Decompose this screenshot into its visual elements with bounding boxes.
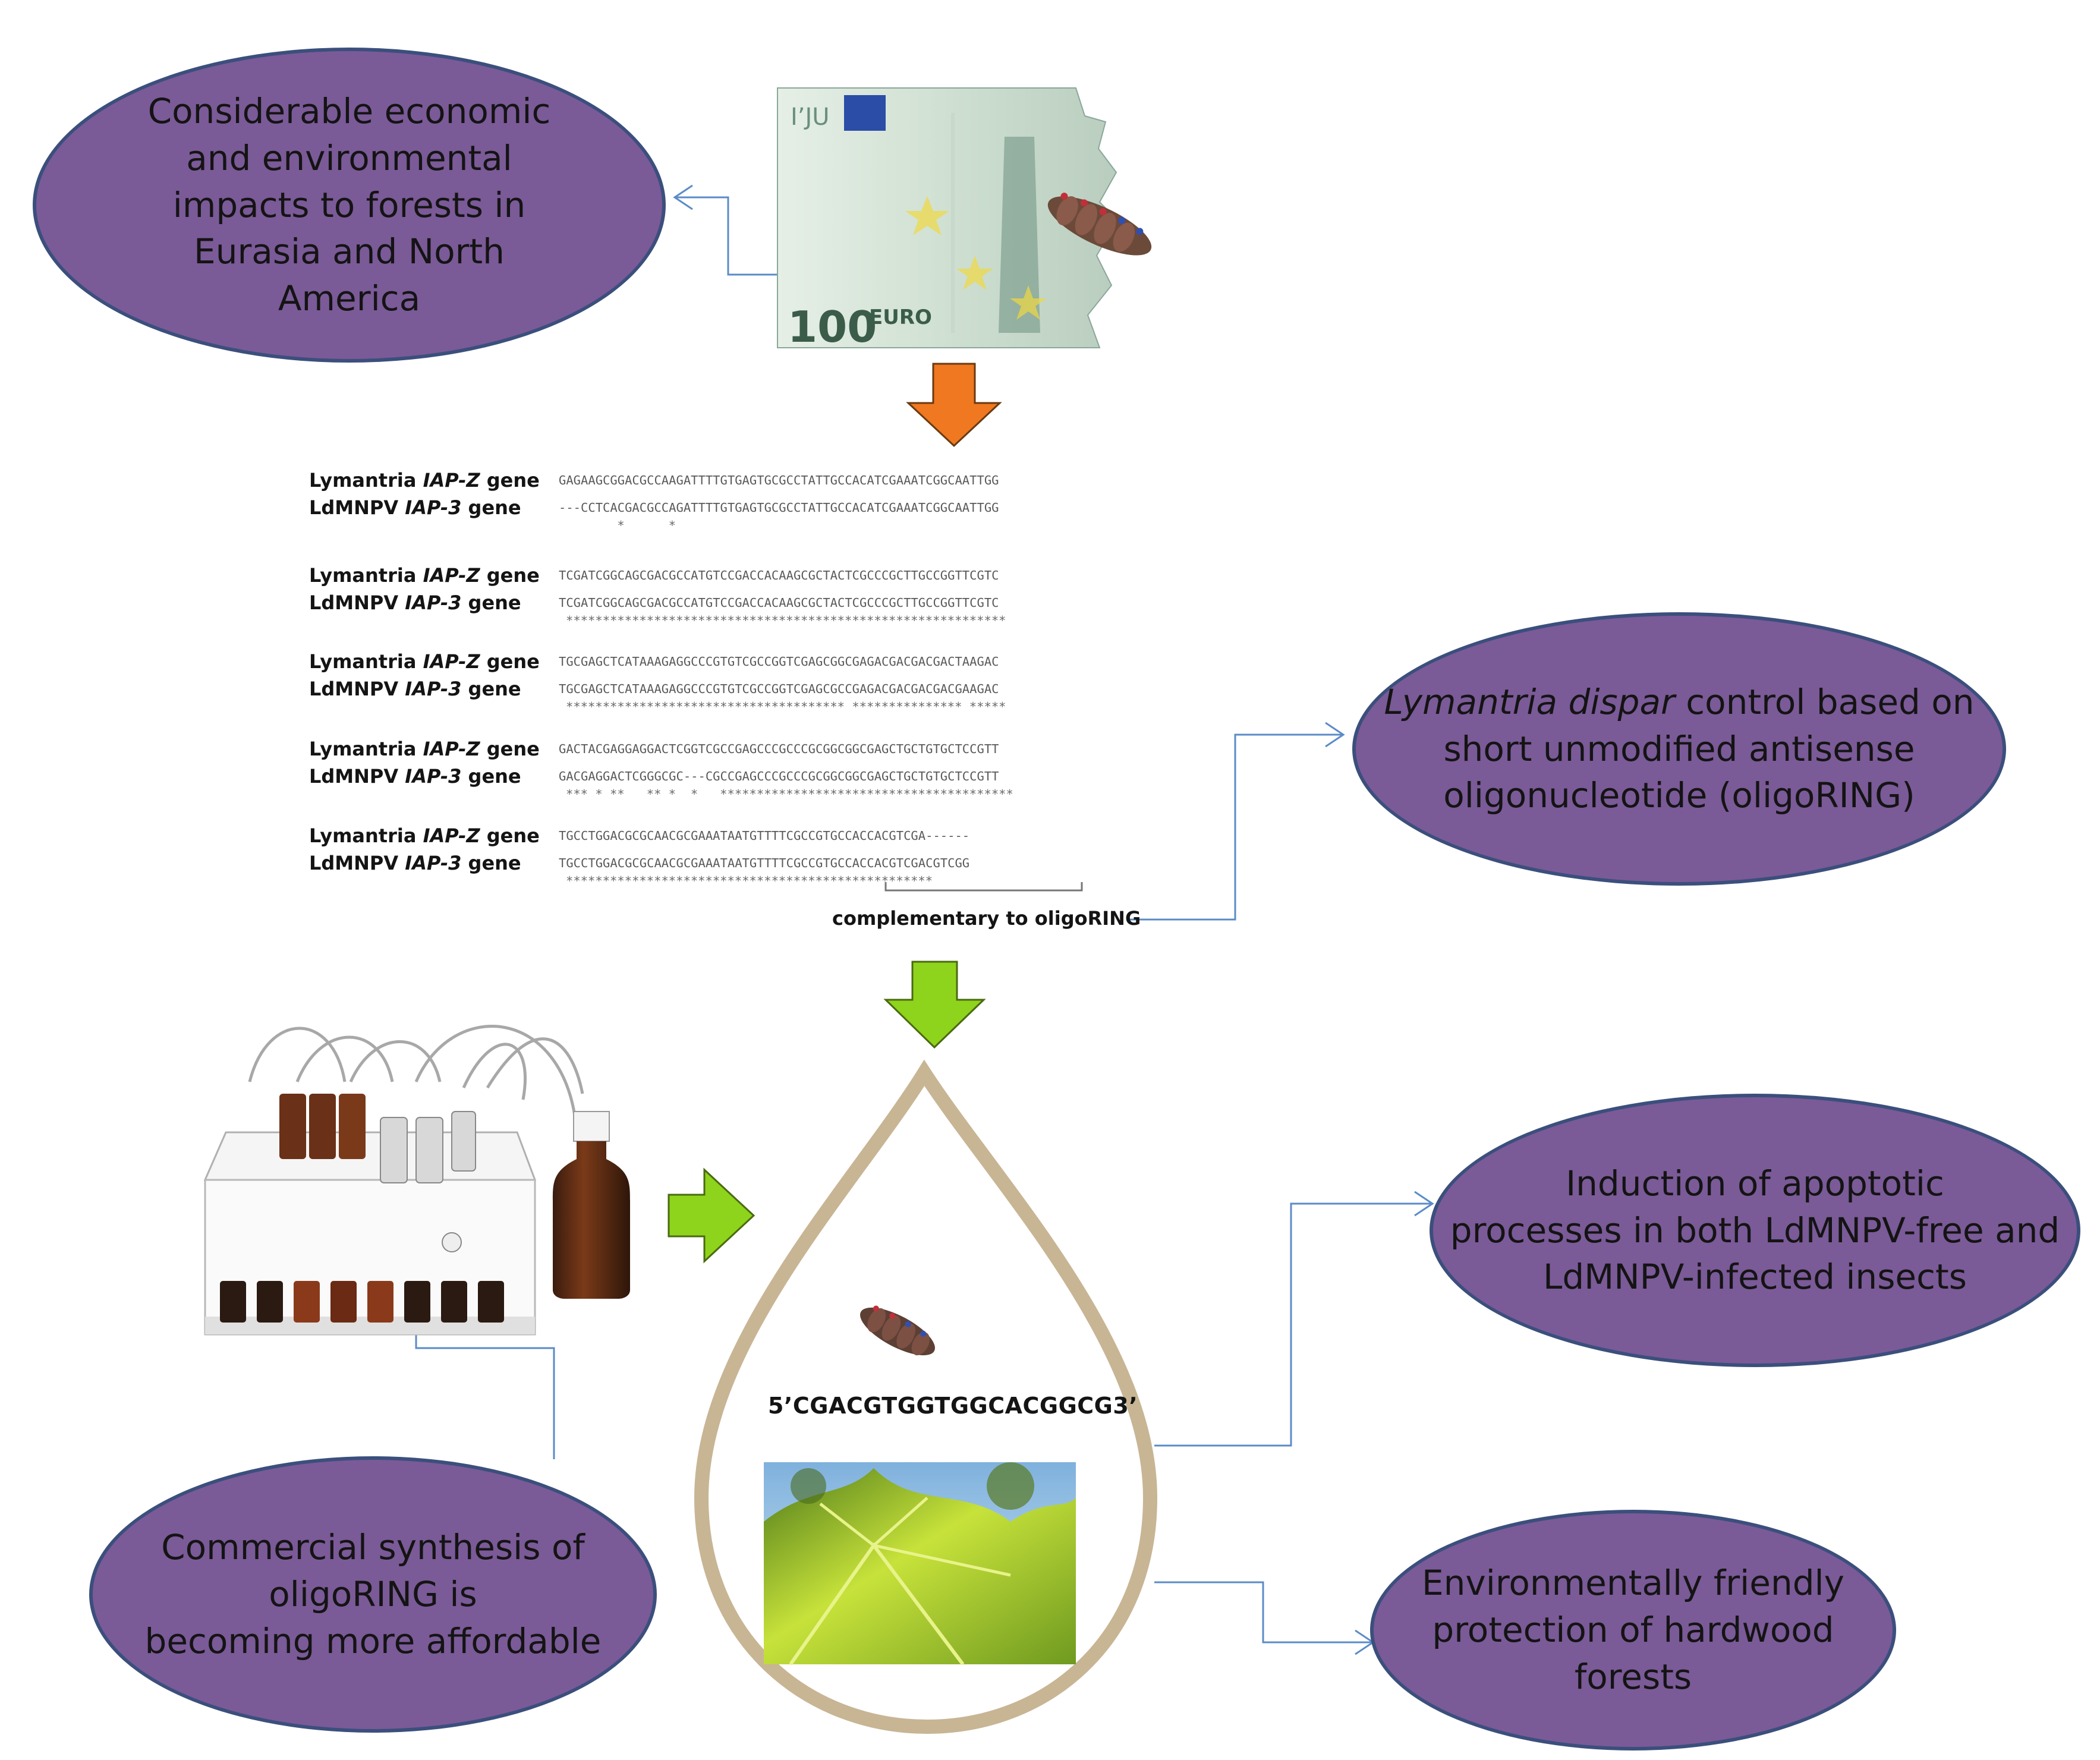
gene-label: LdMNPV IAP-3 gene	[309, 496, 521, 519]
conservation-stars: ************************************** *…	[566, 700, 1006, 714]
alignment-row-iapz: Lymantria IAP-Z gene GACTACGAGGAGGACTCGGT…	[309, 735, 1013, 763]
complementary-label: complementary to oligoRING	[832, 907, 1141, 930]
conservation-stars: * *	[566, 518, 720, 533]
control-line-2: short unmodified antisense	[1443, 728, 1915, 769]
protection-line-2: protection of hardwood	[1432, 1610, 1834, 1651]
svg-text:I’JU: I’JU	[791, 103, 830, 131]
sequence-text: TGCCTGGACGCGCAACGCGAAATAATGTTTTCGCCGTGCC…	[559, 856, 970, 870]
connector-apoptosis	[1154, 1191, 1434, 1447]
impacts-line-1: Considerable economic	[147, 90, 551, 131]
gene-label: Lymantria IAP-Z gene	[309, 650, 540, 673]
alignment-row-iap3: LdMNPV IAP-3 gene GACGAGGACTCGGGCGC---CGC…	[309, 763, 1013, 790]
sequence-text: TCGATCGGCAGCGACGCCATGTCCGACCACAAGCGCTACT…	[559, 568, 999, 583]
impacts-line-5: America	[278, 278, 421, 319]
apoptosis-line-2: processes in both LdMNPV-free and	[1450, 1210, 2060, 1251]
alignment-row-iapz: Lymantria IAP-Z gene TGCCTGGACGCGCAACGCGA…	[309, 822, 969, 849]
banknote-currency: EURO	[869, 306, 932, 329]
green-arrow-down	[883, 961, 986, 1049]
synthesis-line-1: Commercial synthesis of	[161, 1527, 585, 1568]
conservation-stars: ****************************************…	[566, 874, 933, 888]
apoptosis-line-1: Induction of apoptotic	[1566, 1163, 1944, 1204]
control-line-1-rest: control based on	[1674, 681, 1975, 722]
protection-line-1: Environmentally friendly	[1422, 1563, 1844, 1604]
control-line-3: oligonucleotide (oligoRING)	[1443, 775, 1915, 816]
alignment-row-iapz: Lymantria IAP-Z gene TGCGAGCTCATAAAGAGGCC…	[309, 648, 1006, 675]
sequence-text: TGCGAGCTCATAAAGAGGCCCGTGTCGCCGGTCGAGCGGC…	[559, 654, 999, 669]
sequence-text: TGCCTGGACGCGCAACGCGAAATAATGTTTTCGCCGTGCC…	[559, 829, 970, 843]
gene-label: Lymantria IAP-Z gene	[309, 738, 540, 760]
ellipse-control: Lymantria dispar control based on short …	[1352, 612, 2006, 886]
alignment-row-iapz: Lymantria IAP-Z gene GAGAAGCGGACGCCAAGATT…	[309, 467, 999, 494]
gene-label: Lymantria IAP-Z gene	[309, 824, 540, 847]
ellipse-apoptosis: Induction of apoptotic processes in both…	[1430, 1094, 2080, 1367]
ellipse-protection: Environmentally friendly protection of h…	[1370, 1510, 1896, 1750]
alignment-block: Lymantria IAP-Z gene GACTACGAGGAGGACTCGGT…	[309, 735, 1013, 802]
banknote-illustration: I’JU 100 EURO	[777, 87, 1152, 352]
impacts-line-2: and environmental	[186, 137, 512, 178]
connector-protection	[1154, 1581, 1375, 1655]
gene-label: LdMNPV IAP-3 gene	[309, 591, 521, 614]
alignment-row-iap3: LdMNPV IAP-3 gene TCGATCGGCAGCGACGCCATGTC…	[309, 589, 1006, 616]
connector-impacts	[673, 184, 782, 276]
connector-control	[1129, 722, 1345, 921]
sequence-text: TCGATCGGCAGCGACGCCATGTCCGACCACAAGCGCTACT…	[559, 596, 999, 610]
sequence-text: GAGAAGCGGACGCCAAGATTTTGTGAGTGCGCCTATTGCC…	[559, 473, 999, 487]
synthesis-line-2: oligoRING is	[269, 1574, 477, 1615]
ellipse-synthesis: Commercial synthesis of oligoRING is bec…	[89, 1456, 657, 1733]
synthesizer-image	[203, 1025, 630, 1336]
alignment-block: Lymantria IAP-Z gene GAGAAGCGGACGCCAAGATT…	[309, 467, 999, 533]
alignment-row-iapz: Lymantria IAP-Z gene TCGATCGGCAGCGACGCCAT…	[309, 562, 1006, 589]
ellipse-impacts: Considerable economic and environmental …	[33, 48, 666, 363]
complementary-bracket	[884, 882, 1083, 892]
orange-arrow-down	[906, 363, 1002, 448]
gene-label: LdMNPV IAP-3 gene	[309, 765, 521, 788]
caterpillar-image	[859, 1305, 936, 1356]
conservation-stars: *** * ** ** * * ************************…	[566, 787, 1013, 801]
oligo-sequence: 5’CGACGTGGTGGCACGGCG3’	[768, 1393, 1138, 1419]
alignment-row-iap3: LdMNPV IAP-3 gene ---CCTCACGACGCCAGATTTTG…	[309, 494, 999, 521]
gene-label: LdMNPV IAP-3 gene	[309, 678, 521, 700]
sequence-text: TGCGAGCTCATAAAGAGGCCCGTGTCGCCGGTCGAGCGCC…	[559, 682, 999, 696]
alignment-row-iap3: LdMNPV IAP-3 gene TGCGAGCTCATAAAGAGGCCCGT…	[309, 675, 1006, 703]
control-species: Lymantria dispar	[1384, 681, 1675, 722]
gene-label: Lymantria IAP-Z gene	[309, 564, 540, 587]
sequence-text: GACTACGAGGAGGACTCGGTCGCCGAGCCCGCCCGCGGCG…	[559, 742, 999, 756]
apoptosis-line-3: LdMNPV-infected insects	[1543, 1257, 1967, 1298]
protection-line-3: forests	[1574, 1656, 1692, 1697]
leaf-photo	[764, 1462, 1076, 1665]
alignment-row-iap3: LdMNPV IAP-3 gene TGCCTGGACGCGCAACGCGAAAT…	[309, 849, 969, 877]
gene-label: LdMNPV IAP-3 gene	[309, 852, 521, 874]
sequence-text: ---CCTCACGACGCCAGATTTTGTGAGTGCGCCTATTGCC…	[559, 500, 999, 515]
impacts-line-4: Eurasia and North	[194, 231, 505, 272]
gene-label: Lymantria IAP-Z gene	[309, 469, 540, 492]
banknote-denomination: 100	[788, 302, 877, 352]
impacts-line-3: impacts to forests in	[172, 184, 526, 225]
synthesis-line-3: becoming more affordable	[144, 1620, 602, 1661]
green-arrow-right	[668, 1167, 755, 1264]
conservation-stars: ****************************************…	[566, 613, 1006, 628]
sequence-text: GACGAGGACTCGGGCGC---CGCCGAGCCCGCCCGCGGCG…	[559, 769, 999, 783]
